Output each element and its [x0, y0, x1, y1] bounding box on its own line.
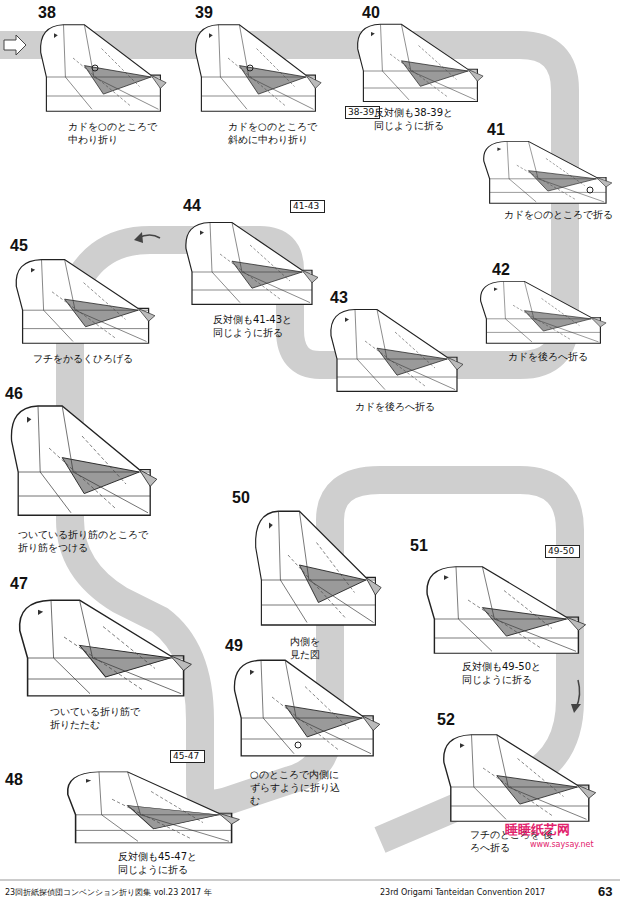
page-number: 63 — [598, 884, 612, 901]
instruction-text: カドを後ろへ折る — [508, 350, 588, 363]
instruction-text: 反対側も45-47と 同じように折る — [118, 850, 208, 876]
step-number: 52 — [437, 712, 455, 728]
reference-text: 49-50 — [548, 546, 574, 556]
step-number: 44 — [183, 198, 201, 214]
instruction-text: ○のところで内側に ずらすように折り込む — [250, 768, 346, 807]
step-number: 38 — [38, 5, 56, 21]
reference-box: 41-43 — [290, 200, 325, 213]
step-number: 49 — [225, 638, 243, 654]
step-number: 46 — [5, 386, 23, 402]
instruction-text: ついている折り筋で 折りたたむ — [50, 705, 146, 731]
instruction-text: 内側を 見た図 — [290, 635, 330, 661]
instruction-text: 反対側も38-39と 同じように折る — [374, 106, 464, 132]
instruction-text: カドを○のところで折る — [504, 208, 616, 221]
watermark: 睡睡纸艺网 — [505, 822, 570, 839]
step-number: 45 — [10, 238, 28, 254]
reference-text: 45-47 — [173, 751, 199, 761]
reference-text: 38-39 — [348, 107, 374, 117]
instruction-text: カドを○のところで 中わり折り — [68, 120, 164, 146]
footer-text: 23rd Origami Tanteidan Convention 2017 — [380, 888, 545, 898]
step-number: 51 — [410, 538, 428, 554]
watermark-url: www.saysay.net — [530, 840, 594, 850]
instruction-text: 反対側も41-43と 同じように折る — [213, 313, 303, 339]
step-number: 42 — [492, 262, 510, 278]
instruction-text: ついている折り筋のところで 折り筋をつける — [18, 528, 154, 554]
reference-box: 45-47 — [170, 750, 205, 763]
step-number: 41 — [487, 122, 505, 138]
reference-box: 49-50 — [545, 545, 580, 558]
reference-text: 41-43 — [293, 201, 319, 211]
step-number: 43 — [330, 290, 348, 306]
step-number: 40 — [362, 5, 380, 21]
footer-text: 23回折紙探偵団コンベンション折り図集 vol.23 2017 年 — [5, 888, 212, 898]
instruction-text: カドを○のところで 斜めに中わり折り — [228, 120, 324, 146]
step-number: 48 — [5, 772, 23, 788]
step-number: 47 — [10, 576, 28, 592]
instruction-text: フチをかるくひろげる — [33, 352, 133, 365]
step-number: 50 — [232, 490, 250, 506]
instruction-text: 反対側も49-50と 同じように折る — [462, 660, 552, 686]
instruction-text: カドを後ろへ折る — [355, 400, 435, 413]
step-number: 39 — [195, 5, 213, 21]
